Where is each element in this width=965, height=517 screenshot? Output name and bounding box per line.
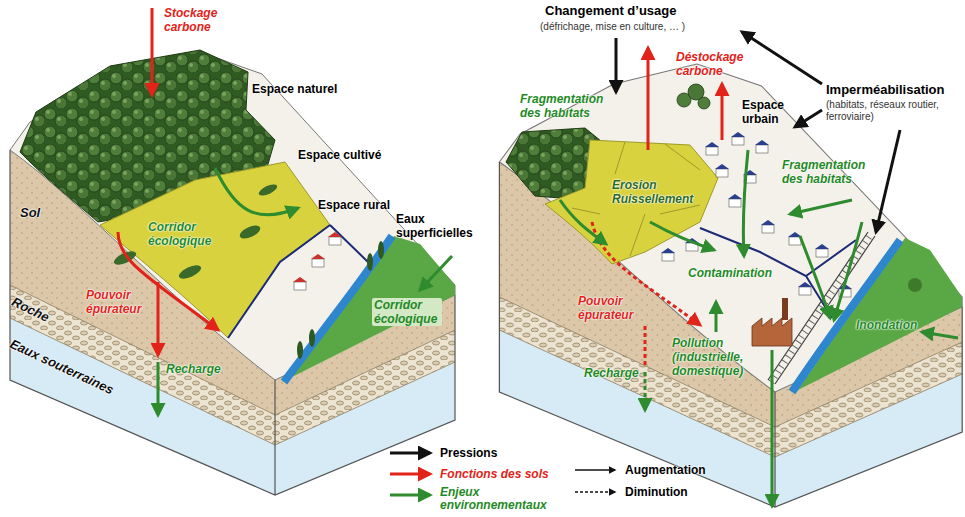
zone-label: Espace naturel (252, 82, 337, 96)
legend-text: Fonctions des sols (440, 467, 549, 481)
issue-label: Corridor écologique (372, 298, 442, 326)
urban-landscape (506, 84, 962, 392)
layer-label: Roche (9, 294, 51, 325)
issue-label: Fragmentation des habitats (782, 158, 872, 186)
legend-text: Enjeux environnementaux (440, 486, 550, 512)
zone-label: Espace urbain (742, 98, 798, 126)
issue-label: Erosion Ruissellement (612, 178, 696, 206)
zone-label: Eaux superficielles (396, 212, 476, 240)
issue-label: Recharge (584, 366, 639, 380)
legend-text: Diminution (625, 485, 688, 499)
function-label: Stockage carbone (164, 6, 234, 34)
soil-block (499, 64, 962, 507)
pressure-label: Changement d’usage (545, 3, 676, 18)
issue-label: Inondation (856, 318, 917, 332)
layer-label: Eaux souterraines (8, 336, 116, 397)
function-label: Déstockage carbone (676, 50, 748, 78)
pressure-note: (habitats, réseaux routier, ferroviaire) (826, 99, 946, 123)
issue-label: Recharge (166, 362, 221, 376)
legend-text: Pressions (440, 446, 497, 460)
right-arrows (560, 32, 958, 506)
function-label: Pouvoir épurateur (86, 288, 146, 316)
issue-label: Fragmentation des habitats (520, 92, 610, 120)
natural-landscape (20, 50, 455, 382)
layer-label: Sol (20, 205, 40, 220)
factory (752, 298, 792, 346)
issue-label: Pollution (industrielle, domestique) (672, 336, 750, 378)
function-label: Pouvoir épurateur (578, 294, 638, 322)
pressure-label: Imperméabilisation (826, 82, 944, 97)
issue-label: Corridor écologique (148, 220, 214, 248)
legend-text: Augmentation (625, 463, 706, 477)
zone-label: Espace rural (318, 198, 390, 212)
pressure-note: (défrichage, mise en culture, … ) (540, 21, 685, 33)
left-arrows (118, 8, 452, 415)
issue-label: Contamination (688, 266, 772, 280)
legend-samples (390, 453, 615, 495)
zone-label: Espace cultivé (298, 148, 381, 162)
